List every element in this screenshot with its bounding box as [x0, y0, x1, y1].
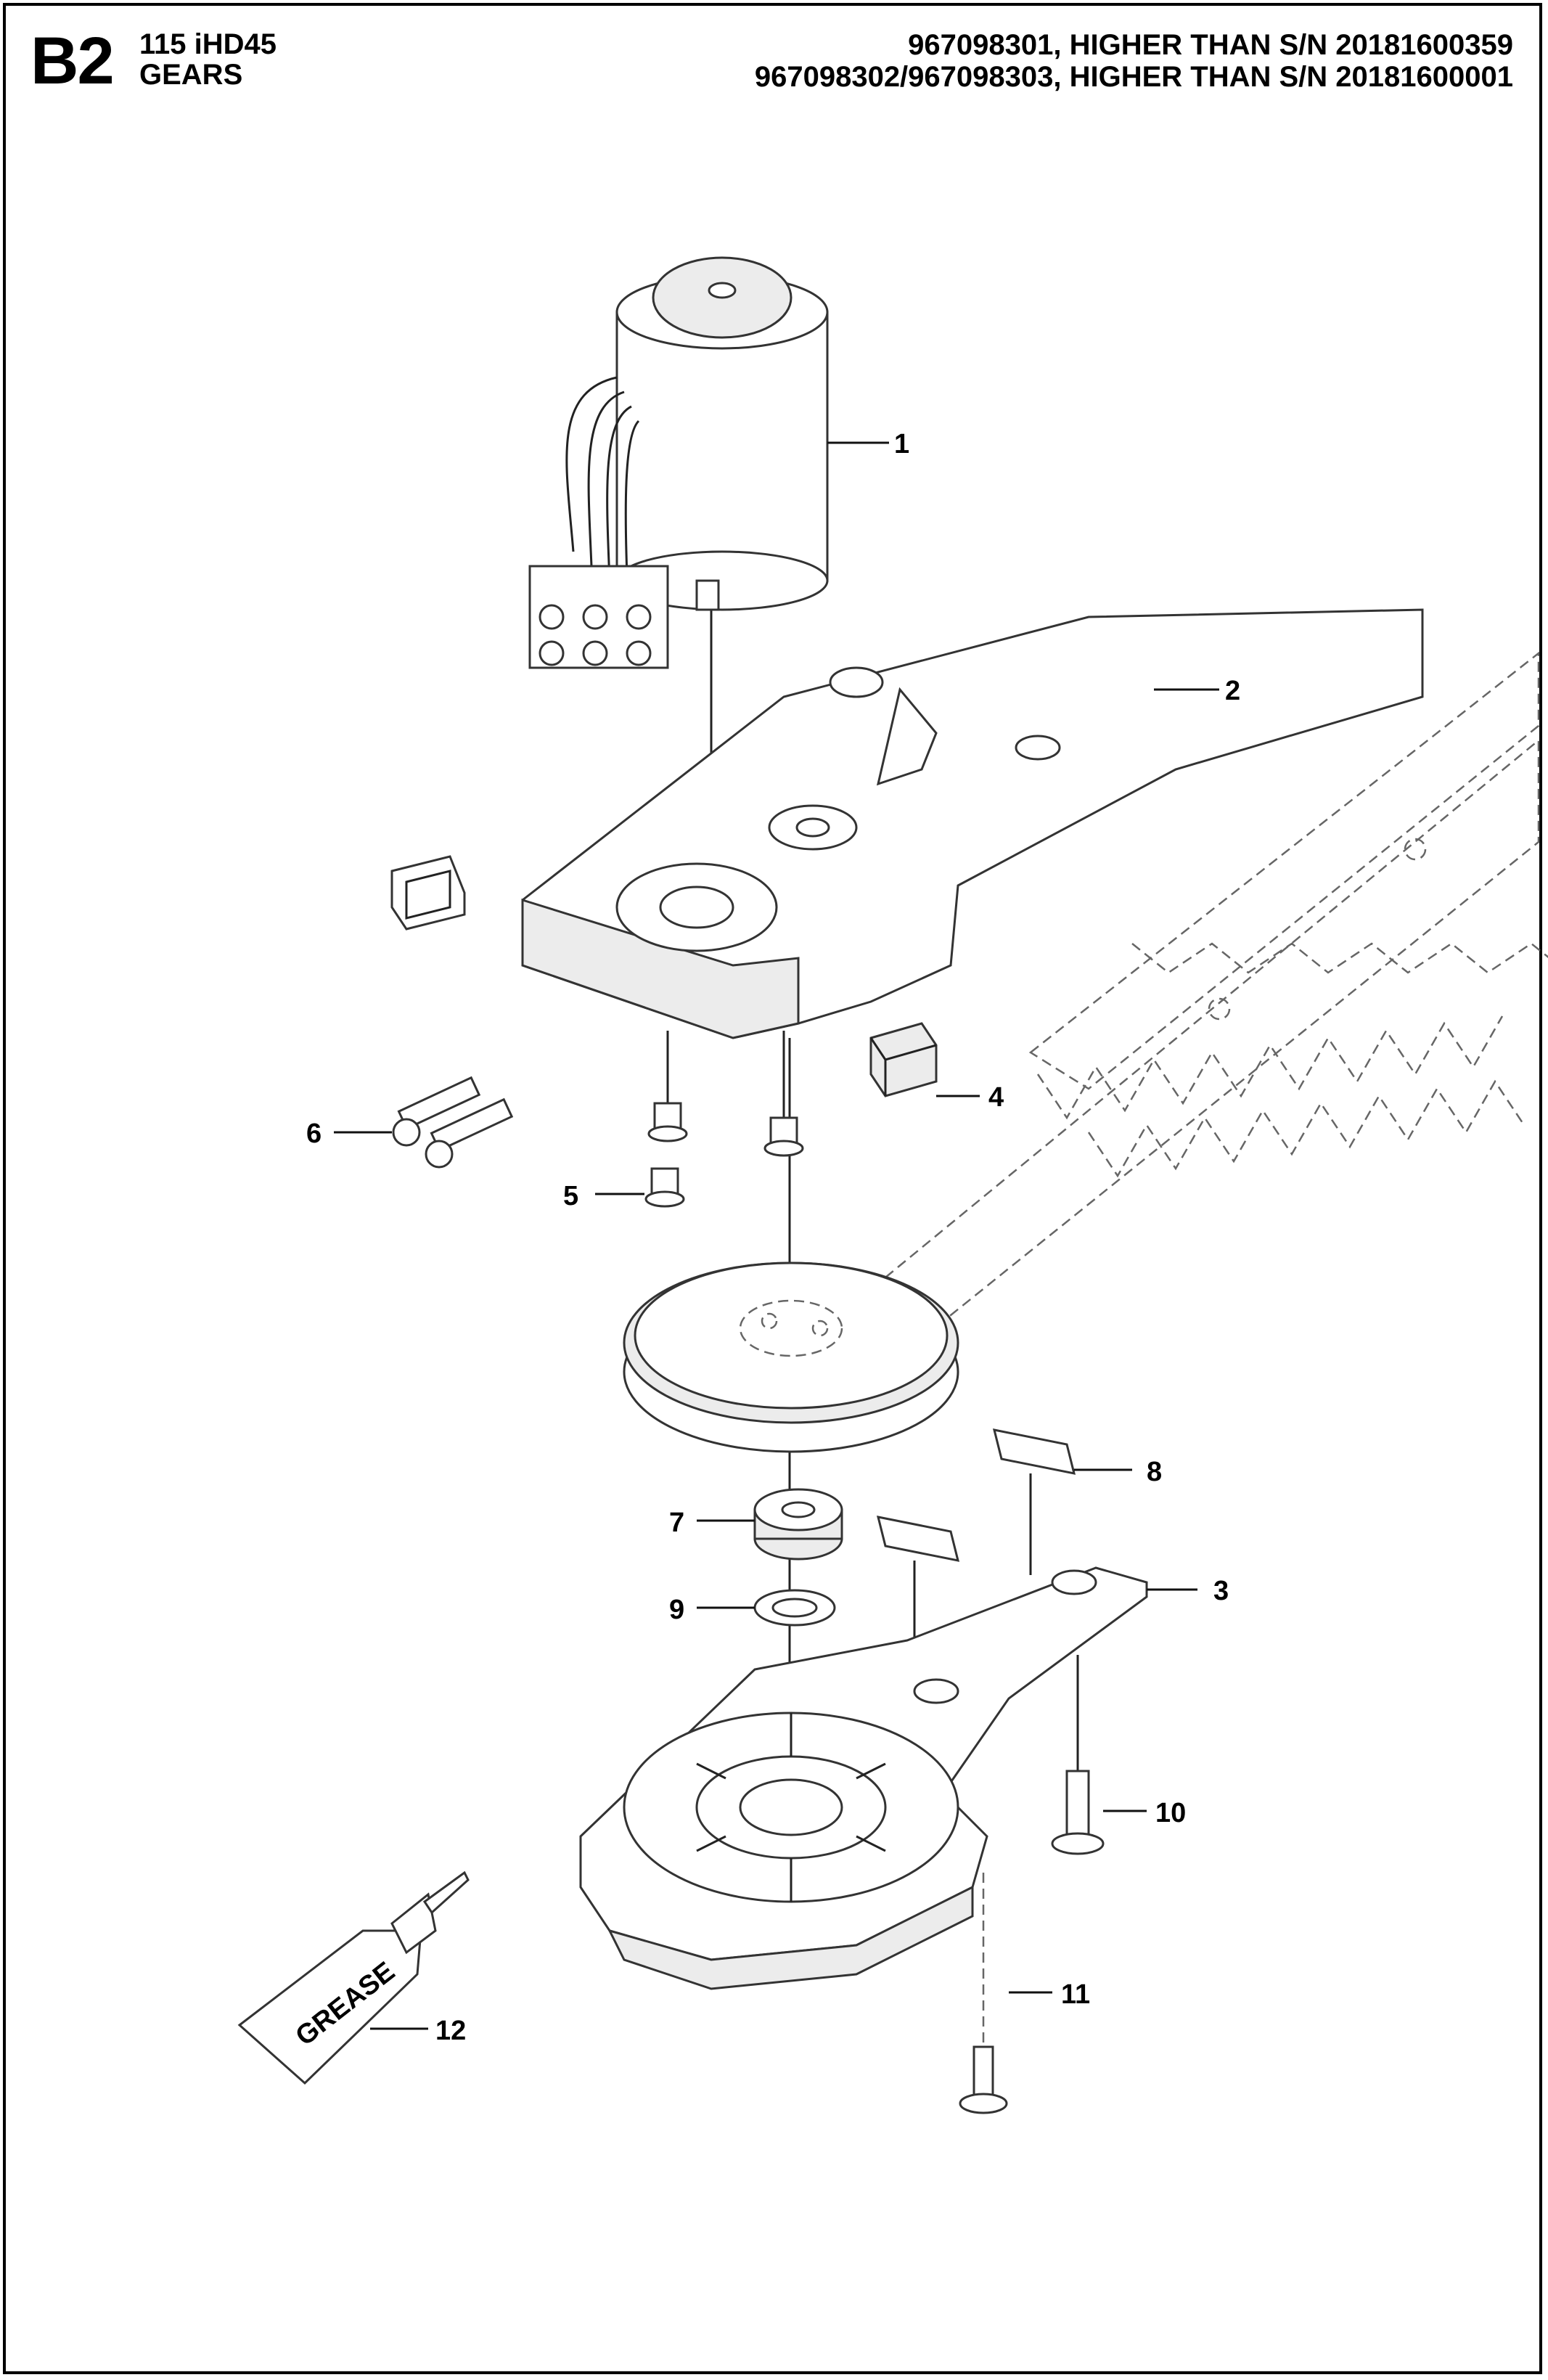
blade-outline: [883, 651, 1548, 1322]
gear-wheel: [623, 1261, 959, 1453]
motor: [528, 256, 829, 669]
gear-cover: [579, 1566, 1148, 1990]
serial-line-1: 967098301, HIGHER THAN S/N 20181600359: [908, 29, 1513, 61]
screw-short: [959, 1873, 1008, 2114]
callout-5: 5: [563, 1181, 578, 1211]
section-code: B2: [30, 24, 115, 98]
callout-1: 1: [894, 429, 909, 459]
rubber-block: [869, 1022, 938, 1097]
callout-11: 11: [1061, 1979, 1090, 2010]
cover-screw: [1051, 1655, 1105, 1855]
felt-pad: [876, 1428, 1076, 1669]
callout-7: 7: [669, 1508, 684, 1538]
page-frame: [3, 3, 1542, 2374]
serial-block: 967098301, HIGHER THAN S/N 20181600359 9…: [755, 29, 1513, 93]
callout-9: 9: [669, 1595, 684, 1625]
gear-housing: [521, 608, 1424, 1039]
callout-10: 10: [1155, 1798, 1186, 1828]
callout-8: 8: [1147, 1457, 1162, 1487]
group-name: GEARS: [139, 59, 243, 91]
washer: [753, 1589, 836, 1627]
serial-line-2: 967098302/967098303, HIGHER THAN S/N 201…: [754, 61, 1513, 93]
callout-12: 12: [435, 2016, 466, 2046]
model-block: 115 iHD45 GEARS: [139, 29, 277, 90]
callout-4: 4: [988, 1082, 1004, 1113]
ball-bearing: [753, 1488, 843, 1561]
grease-tube: GREASE: [237, 1870, 470, 2085]
rubber-block-left: [390, 855, 466, 931]
callout-3: 3: [1213, 1576, 1229, 1606]
model-name: 115 iHD45: [139, 28, 277, 60]
leader-lines: [334, 441, 1219, 2030]
callout-6: 6: [306, 1119, 322, 1149]
pin: [644, 1031, 804, 1208]
screw-pair: [392, 1076, 514, 1169]
callout-2: 2: [1225, 676, 1240, 706]
